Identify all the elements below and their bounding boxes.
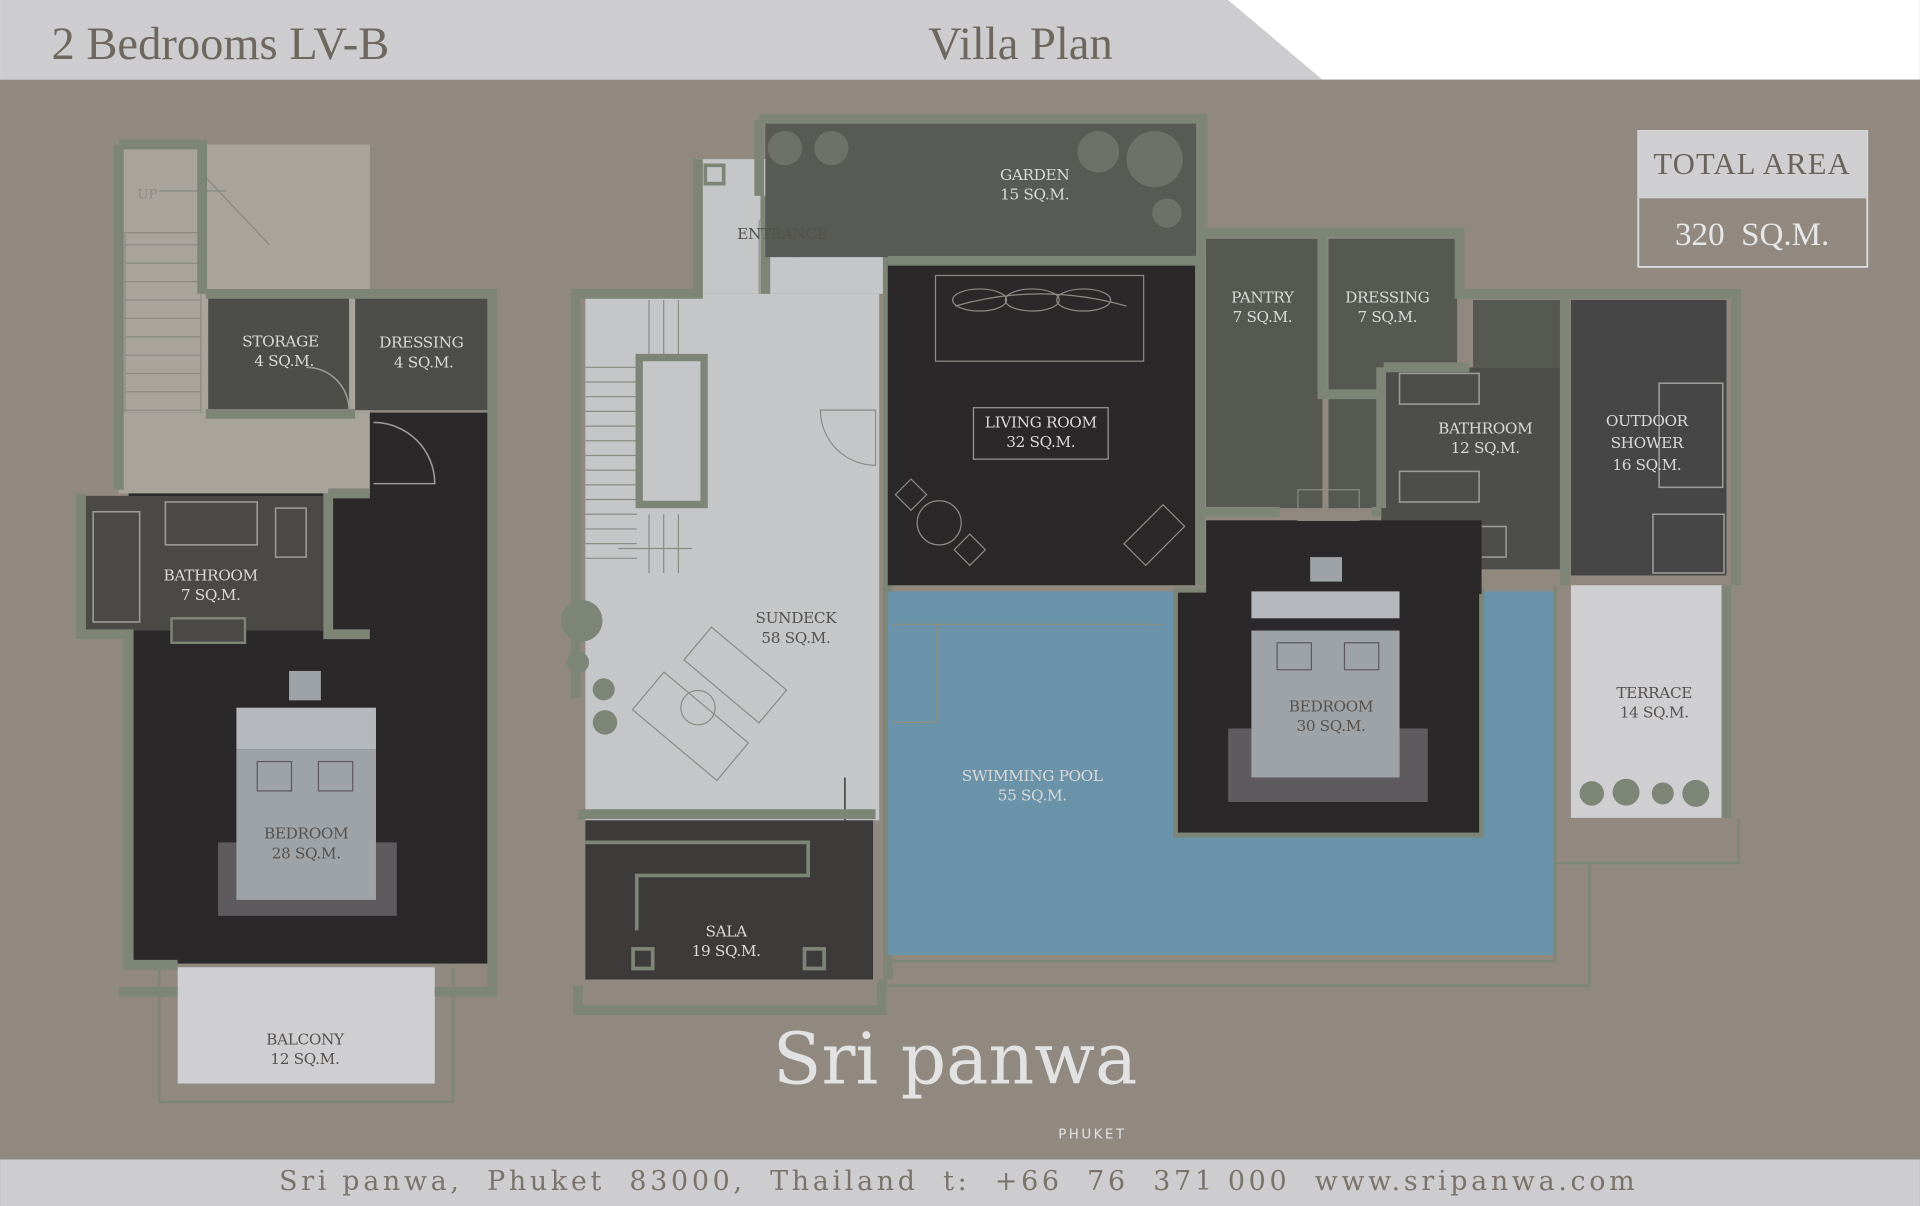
area-living-room: 32 SQ.M. [1006, 433, 1075, 451]
pool-area [887, 489, 1591, 987]
area-bedroom-upper: 28 SQ.M. [272, 844, 341, 862]
header-bar: 2 Bedrooms LV-B Villa Plan [0, 0, 1920, 80]
bed-upper [218, 670, 397, 916]
label-balcony: BALCONY [266, 1030, 345, 1048]
total-area-label: TOTAL AREA [1653, 147, 1851, 181]
logo-text: Sri panwa [773, 1018, 1137, 1101]
area-pool: 55 SQ.M. [998, 787, 1067, 805]
room-balcony [177, 967, 435, 1084]
room-storage [208, 297, 350, 411]
room-terrace [1570, 585, 1725, 818]
area-bathroom-upper: 7 SQ.M. [181, 586, 241, 604]
plan-subtitle: Villa Plan [928, 19, 1113, 70]
main-staircase [585, 299, 708, 574]
plan-title: 2 Bedrooms LV-B [52, 19, 390, 70]
area-sala: 19 SQ.M. [692, 942, 761, 960]
label-pantry: PANTRY [1231, 288, 1295, 306]
label-pool: SWIMMING POOL [962, 767, 1103, 785]
room-sundeck [585, 293, 880, 821]
label-dressing-main: DRESSING [1345, 288, 1429, 306]
footer-contact: Sri panwa, Phuket 83000, Thailand t: +66… [279, 1166, 1638, 1197]
label-outdoor-shower: OUTDOOR [1606, 412, 1689, 430]
label-entrance: ENTRANCE [737, 225, 828, 243]
label-living-room: LIVING ROOM [985, 413, 1097, 431]
area-terrace: 14 SQ.M. [1620, 703, 1689, 721]
label-sala: SALA [706, 923, 749, 941]
label-bathroom-upper: BATHROOM [164, 566, 258, 584]
area-dressing-main: 7 SQ.M. [1357, 308, 1417, 326]
label-bathroom-main: BATHROOM [1438, 419, 1532, 437]
label-outdoor-shower-2: SHOWER [1611, 434, 1684, 452]
label-bedroom-main: BEDROOM [1289, 697, 1373, 715]
label-storage: STORAGE [242, 332, 319, 350]
label-sundeck: SUNDECK [756, 609, 838, 627]
room-pantry [1206, 238, 1323, 509]
label-terrace: TERRACE [1616, 684, 1692, 702]
area-pantry: 7 SQ.M. [1233, 308, 1293, 326]
upper-floor-plan: UP [76, 139, 498, 1104]
area-outdoor-shower: 16 SQ.M. [1612, 456, 1681, 474]
area-bedroom-main: 30 SQ.M. [1296, 717, 1365, 735]
total-area-box: TOTAL AREA 320 SQ.M. [1637, 130, 1869, 268]
room-dressing-main [1328, 238, 1458, 380]
sri-panwa-logo: Sri panwa PHUKET [773, 1018, 1137, 1143]
room-outdoor-shower [1570, 299, 1727, 576]
area-garden: 15 SQ.M. [1000, 186, 1069, 204]
room-bathroom-upper [85, 495, 329, 631]
main-floor-plan [560, 113, 1208, 1015]
room-labels: STORAGE 4 SQ.M. DRESSING 4 SQ.M. BATHROO… [164, 166, 1693, 1068]
area-balcony: 12 SQ.M. [270, 1050, 339, 1068]
total-area-value: 320 SQ.M. [1675, 217, 1829, 253]
label-bedroom-upper: BEDROOM [264, 825, 348, 843]
stair-up-label: UP [137, 187, 157, 202]
area-sundeck: 58 SQ.M. [761, 629, 830, 647]
logo-subtext: PHUKET [1058, 1128, 1126, 1143]
area-storage: 4 SQ.M. [254, 352, 314, 370]
area-bathroom-main: 12 SQ.M. [1451, 439, 1520, 457]
room-living [887, 260, 1197, 586]
footer-bar: Sri panwa, Phuket 83000, Thailand t: +66… [0, 1159, 1920, 1206]
area-dressing-upper: 4 SQ.M. [394, 353, 454, 371]
room-dressing-upper [355, 297, 488, 411]
label-garden: GARDEN [1000, 166, 1069, 184]
label-dressing-upper: DRESSING [379, 334, 463, 352]
